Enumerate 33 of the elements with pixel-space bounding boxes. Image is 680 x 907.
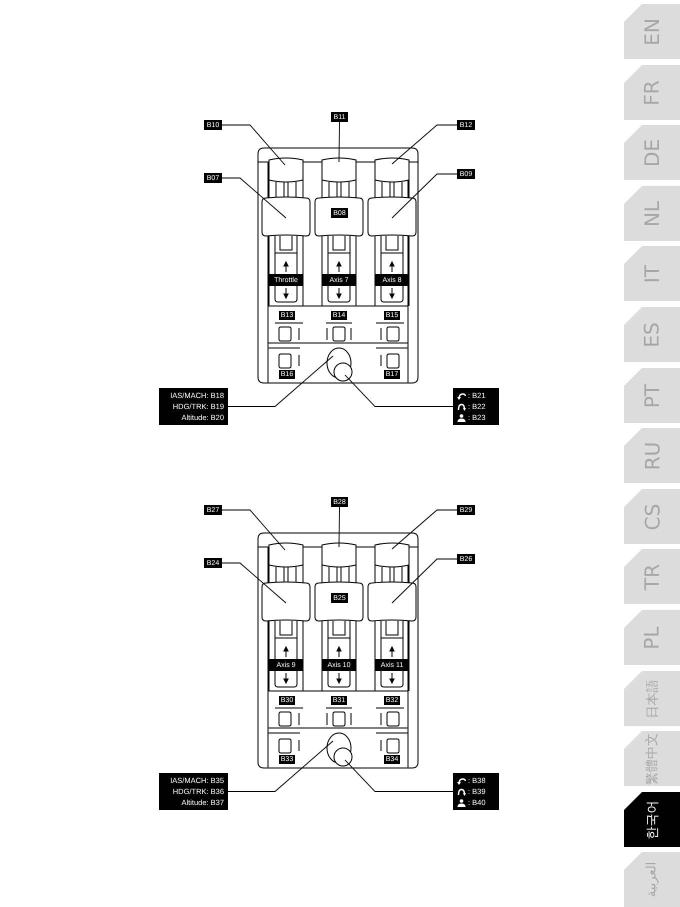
- leader-line: [222, 178, 286, 218]
- leader-line: [392, 510, 458, 550]
- hat-knob: [334, 362, 352, 382]
- callout-box: [159, 388, 228, 425]
- leader-line: [338, 122, 340, 162]
- lever-cap: [374, 542, 410, 568]
- lever-cap: [322, 542, 356, 568]
- leader-line: [228, 740, 334, 792]
- lever-cap: [268, 542, 304, 568]
- lever-grip: [368, 582, 416, 622]
- leader-line: [228, 356, 334, 407]
- lever-cap: [322, 158, 356, 182]
- lever-cap: [374, 158, 410, 182]
- lever-grip: [314, 196, 364, 236]
- callout-box: [453, 388, 499, 425]
- leader-line: [392, 124, 458, 164]
- leader-line: [392, 558, 458, 604]
- lever-cap: [268, 158, 304, 182]
- leader-line: [344, 374, 454, 407]
- leader-line: [222, 562, 286, 604]
- leader-line: [222, 124, 286, 166]
- leader-line: [338, 506, 340, 548]
- leader-line: [344, 760, 454, 792]
- callout-box: [453, 773, 499, 810]
- lever-grip: [314, 582, 364, 622]
- lever-grip: [262, 196, 310, 236]
- callout-box: [159, 773, 228, 810]
- hat-knob: [334, 748, 352, 766]
- leader-line: [222, 510, 286, 550]
- leader-line: [392, 174, 458, 218]
- lever-grip: [262, 582, 310, 622]
- language-tab: 한국어: [624, 792, 680, 847]
- lever-grip: [368, 196, 416, 236]
